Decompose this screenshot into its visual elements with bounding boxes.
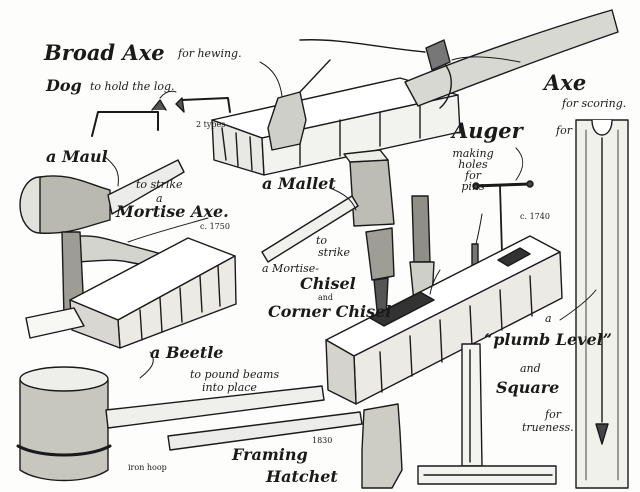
dog-label: Dog — [46, 76, 82, 95]
holes-label: holes — [458, 158, 488, 171]
for-trueness-label: for — [545, 408, 561, 421]
for-pins-label: for — [465, 169, 481, 182]
beetle-label: a Beetle — [150, 343, 224, 362]
mortised-beam-left — [25, 237, 237, 349]
a-mortise-label: a Mortise- — [262, 262, 320, 275]
making-label: making — [452, 147, 494, 160]
broad-axe — [267, 59, 331, 151]
and-label-1: and — [318, 293, 334, 302]
mortise-axe-label: Mortise Axe. — [116, 202, 229, 221]
auger-purpose-text: making holes for pins — [438, 148, 508, 192]
a-label-2: a — [545, 312, 552, 325]
pins-label: pins — [461, 180, 485, 193]
auger — [472, 180, 534, 255]
square-label: Square — [496, 378, 560, 397]
auger-label: Auger — [452, 118, 523, 143]
date-1750-label: c. 1750 — [200, 222, 230, 231]
a-label-1: a — [156, 192, 163, 205]
framing-label: Framing — [232, 445, 308, 464]
beetle-description-2: into place — [202, 381, 257, 394]
maul-label: a Maul — [46, 147, 108, 166]
axe-for-scoring — [299, 9, 619, 109]
to-label: to — [316, 234, 328, 247]
date-1740-label: c. 1740 — [520, 212, 550, 221]
mortised-beam-center — [325, 235, 563, 405]
mallet-label: a Mallet — [262, 174, 336, 193]
axe-label: Axe — [544, 70, 587, 95]
and-label-2: and — [520, 362, 541, 375]
maul — [19, 159, 185, 234]
dog-tools — [91, 97, 231, 137]
hatchet-label: Hatchet — [266, 467, 338, 486]
dog-description: to hold the log. — [90, 80, 175, 93]
trueness-label: trueness. — [522, 421, 574, 434]
for-hewing-label: for hewing. — [178, 47, 242, 60]
corner-chisel-label: Corner Chisel — [268, 302, 392, 321]
for-scoring-label: for scoring. — [562, 97, 627, 110]
beetle — [16, 366, 325, 482]
two-types-label: 2 types — [196, 120, 226, 129]
beetle-description-1: to pound beams — [190, 368, 280, 381]
date-1830-label: 1830 — [312, 436, 333, 445]
leader-lines — [103, 56, 597, 379]
iron-hoop-label: iron hoop — [128, 463, 167, 472]
chisel-label: Chisel — [300, 274, 356, 293]
auger-for-label: for — [556, 124, 572, 137]
mallet — [261, 149, 395, 263]
framing-square — [417, 343, 557, 485]
broad-axe-label: Broad Axe — [44, 40, 165, 65]
plumb-level — [575, 119, 629, 489]
plumb-level-label: “plumb Level” — [484, 330, 612, 349]
framing-hatchet — [167, 403, 403, 489]
strike-label: strike — [318, 246, 351, 259]
to-strike-label: to strike — [136, 178, 183, 191]
